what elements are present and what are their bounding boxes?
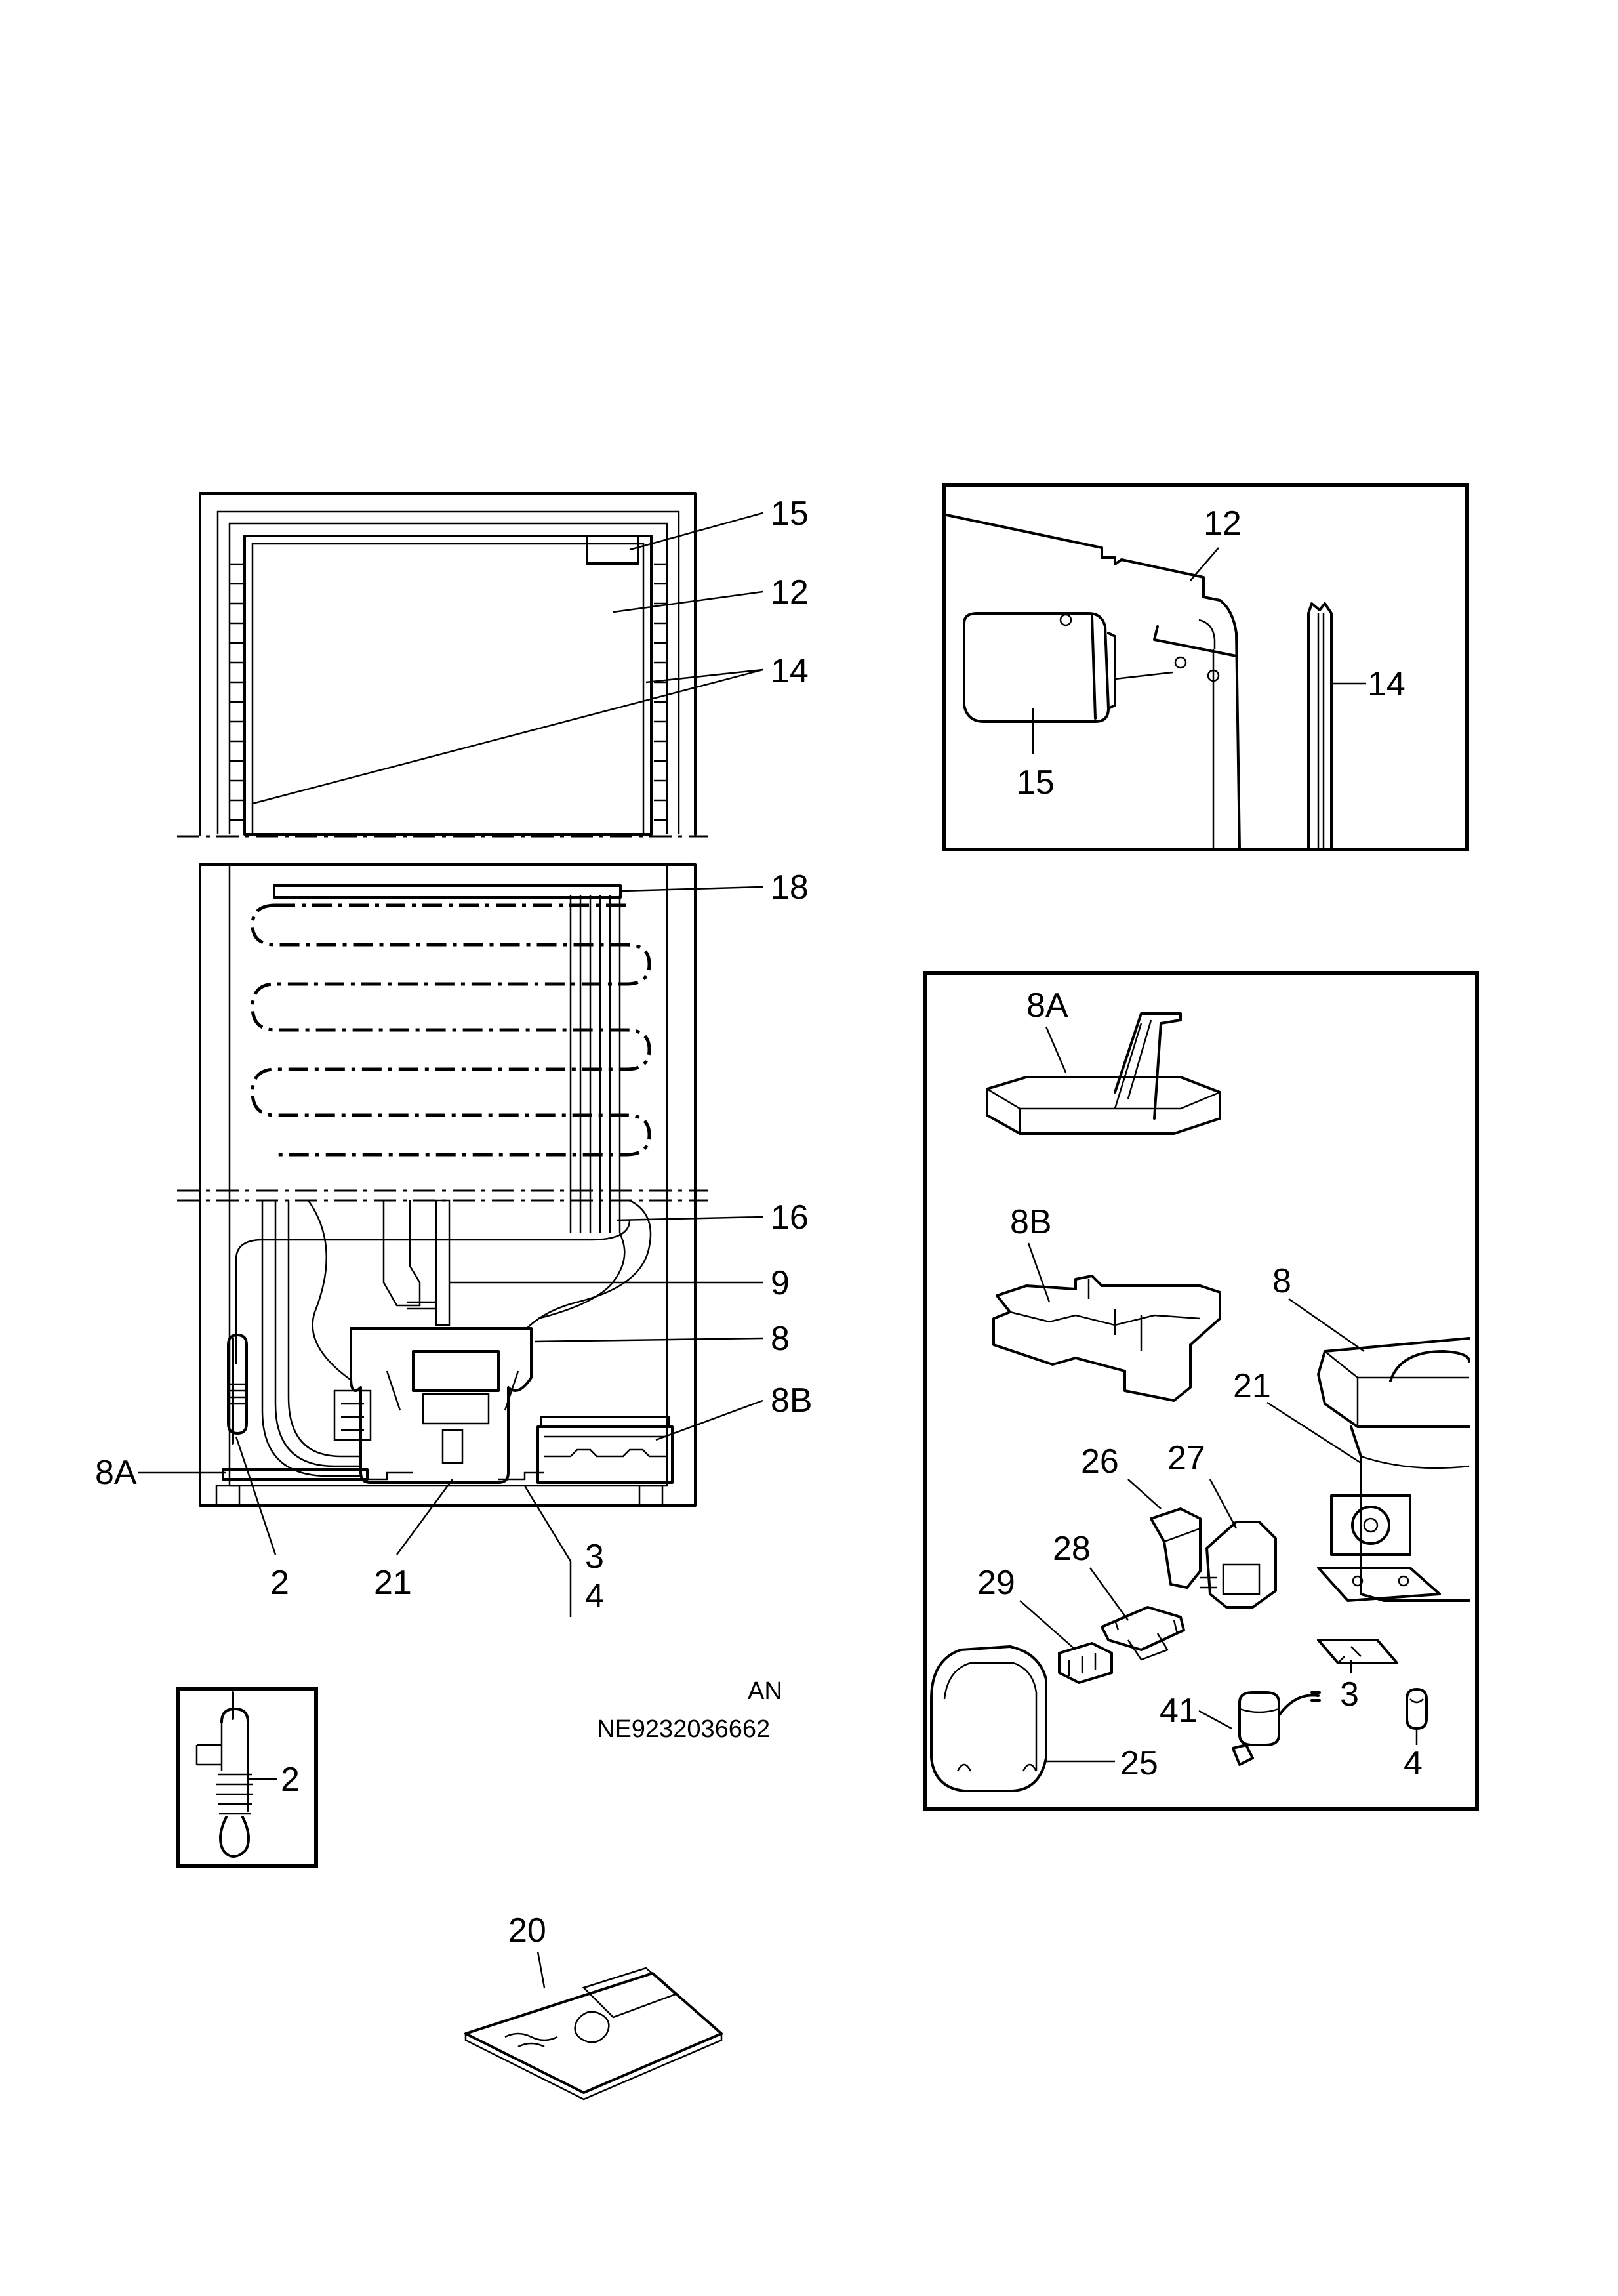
detail-door-box: 12 14 15 (942, 483, 1469, 851)
label-16: 16 (771, 1199, 809, 1237)
part-label-8b: 8B (1010, 1203, 1052, 1241)
part-label-28: 28 (1053, 1530, 1091, 1568)
label-20: 20 (508, 1912, 546, 1950)
user-manual: 20 (464, 1912, 723, 2101)
door-gasket-right (654, 563, 667, 821)
part-8a-bracket (986, 1012, 1221, 1135)
part-label-25: 25 (1120, 1744, 1158, 1782)
label-8: 8 (771, 1320, 790, 1358)
part-8-21-compressor (1317, 1337, 1470, 1602)
part-3-plate (1317, 1639, 1398, 1664)
label-18: 18 (771, 869, 809, 907)
part-label-4: 4 (1404, 1744, 1423, 1782)
label-12: 12 (771, 573, 809, 611)
condenser-vertical-tubes (569, 895, 621, 1200)
detail-compressor-box: 8A 8B 8 21 26 27 28 29 41 3 4 25 (923, 971, 1479, 1811)
part-29-terminal (1058, 1642, 1113, 1684)
label-9: 9 (771, 1264, 790, 1302)
detail-thermostat-box: 2 (176, 1687, 318, 1868)
cabinet-compressor-section: 16 9 8 8B 8A 2 21 3 4 (95, 1199, 813, 1617)
part-label-8a: 8A (1026, 987, 1068, 1025)
variant-code: AN (748, 1677, 782, 1705)
detail-label-14: 14 (1367, 665, 1406, 703)
drip-tray (536, 1416, 674, 1484)
label-14: 14 (771, 652, 809, 690)
label-2: 2 (270, 1564, 289, 1602)
part-label-41: 41 (1160, 1692, 1198, 1730)
diagram-code: AN NE9232036662 (597, 1677, 782, 1743)
part-8b-tray (992, 1275, 1221, 1402)
label-4: 4 (585, 1577, 604, 1615)
part-41-capacitor (1232, 1691, 1321, 1766)
part-label-3: 3 (1340, 1675, 1359, 1713)
part-27-overload (1200, 1521, 1277, 1609)
part-28-relay (1101, 1606, 1185, 1661)
part-label-26: 26 (1081, 1443, 1119, 1481)
part-26-clip (1150, 1507, 1202, 1589)
part-25-cover (930, 1645, 1047, 1792)
part-label-27: 27 (1167, 1439, 1205, 1477)
label-3: 3 (585, 1538, 604, 1576)
door-gasket-left (230, 563, 243, 821)
detail-handle (963, 612, 1116, 723)
cabinet-condenser-section: 18 (199, 863, 809, 1202)
part-label-21: 21 (1233, 1367, 1271, 1405)
condenser-coil (251, 903, 651, 1157)
part-number-code: NE9232036662 (597, 1715, 770, 1743)
part-label-8: 8 (1272, 1262, 1291, 1300)
detail-label-15: 15 (1017, 764, 1055, 802)
detail-label-12: 12 (1203, 504, 1242, 543)
label-21: 21 (374, 1564, 412, 1602)
cabinet-door-section: 15 12 14 (199, 492, 809, 836)
compressor-body (350, 1327, 533, 1484)
door-handle-shape (586, 535, 639, 565)
detail-gasket (1307, 602, 1333, 851)
part-4-grommet (1406, 1688, 1428, 1730)
condenser-top-bar (273, 884, 622, 899)
label-8a: 8A (95, 1454, 137, 1492)
label-15: 15 (771, 495, 809, 533)
part-label-29: 29 (977, 1564, 1015, 1602)
detail-label-2: 2 (281, 1761, 300, 1799)
label-8b: 8B (771, 1382, 813, 1420)
